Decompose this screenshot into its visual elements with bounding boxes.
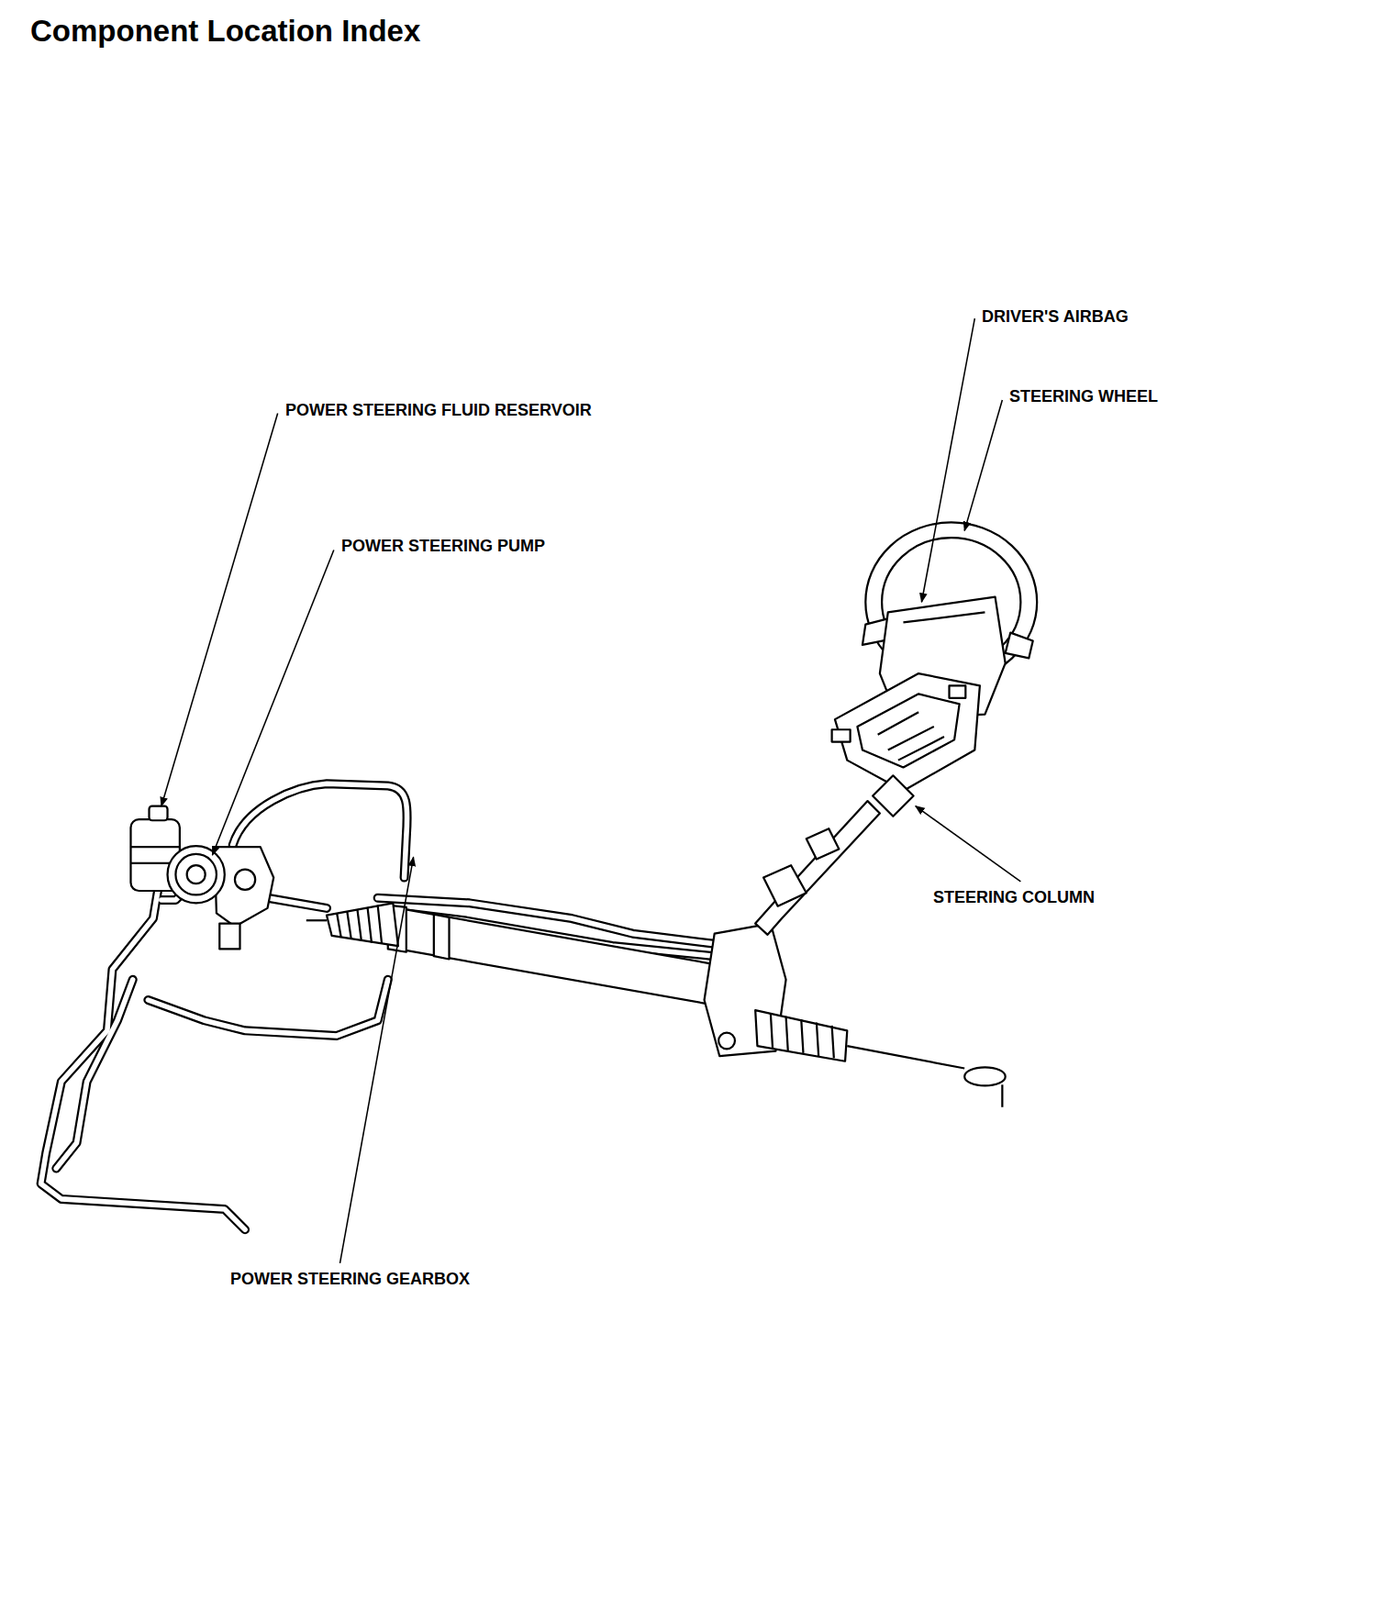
- steering-pump-part: [175, 854, 216, 895]
- steering-shaft-part: [806, 828, 840, 859]
- hose-outline: [41, 783, 715, 1230]
- steering-wheel-part: [1005, 633, 1034, 659]
- hose-outline-part: [147, 979, 388, 1036]
- leader-lines-part: [211, 550, 334, 857]
- steering-column-part: [872, 775, 913, 816]
- hose-outline-part: [41, 888, 245, 1231]
- steering-gearbox-part: [398, 908, 715, 1006]
- steering-column-part: [856, 693, 959, 768]
- steering-gearbox-part: [770, 1012, 835, 1058]
- steering-column-part: [878, 712, 945, 760]
- steering-gearbox-part: [964, 1067, 1005, 1086]
- steering-column-part: [949, 685, 967, 698]
- part-name: DRIVER'S AIRBAG: [981, 308, 1129, 327]
- hose-fill-part: [267, 898, 328, 909]
- part-name: STEERING COLUMN: [933, 889, 1095, 908]
- steering-column: [832, 673, 980, 817]
- hose-fill-part: [41, 888, 245, 1231]
- steering-pump-part: [187, 865, 206, 884]
- steering-pump-part: [167, 845, 225, 903]
- steering-shaft: [755, 801, 880, 935]
- leader-lines-part: [921, 318, 975, 602]
- steering-gearbox-part: [336, 905, 382, 945]
- steering-pump: [167, 845, 275, 949]
- part-name: POWER STEERING GEARBOX: [230, 1270, 470, 1290]
- steering-gearbox-part: [326, 902, 399, 946]
- leader-lines: [161, 318, 1022, 1264]
- steering-column-part: [832, 729, 851, 742]
- hoses: [41, 783, 715, 1230]
- steering-shaft-part: [763, 865, 807, 906]
- steering-gearbox-part: [846, 1046, 965, 1069]
- steering-gearbox-part: [718, 1033, 735, 1050]
- leader-lines-part: [964, 400, 1002, 531]
- hose-fill-part: [147, 979, 388, 1036]
- steering-gearbox-part: [1001, 1084, 1003, 1107]
- leader-lines-part: [915, 806, 1022, 882]
- steering-pump-part: [219, 923, 240, 950]
- steering-gearbox: [306, 902, 1006, 1107]
- leader-lines-part: [340, 856, 414, 1264]
- steering-gearbox-part: [306, 919, 327, 922]
- part-name: POWER STEERING PUMP: [341, 537, 546, 557]
- hose-outline-part: [267, 898, 328, 909]
- hose-fill-part: [55, 979, 133, 1169]
- part-name: POWER STEERING FLUID RESERVOIR: [285, 401, 592, 421]
- steering-shaft-part: [755, 801, 880, 935]
- fluid-reservoir-part: [149, 806, 168, 822]
- steering-column-part: [834, 673, 980, 791]
- page-title: Component Location Index: [30, 14, 421, 48]
- steering-wheel-part: [902, 612, 985, 623]
- steering-gearbox-part: [434, 914, 450, 960]
- part-name: STEERING WHEEL: [1009, 388, 1158, 407]
- steering-pump-part: [214, 846, 275, 927]
- hose-fill: [41, 783, 715, 1230]
- steering-gearbox-part: [755, 1010, 847, 1062]
- steering-pump-part: [234, 869, 256, 891]
- leader-lines-part: [161, 412, 279, 806]
